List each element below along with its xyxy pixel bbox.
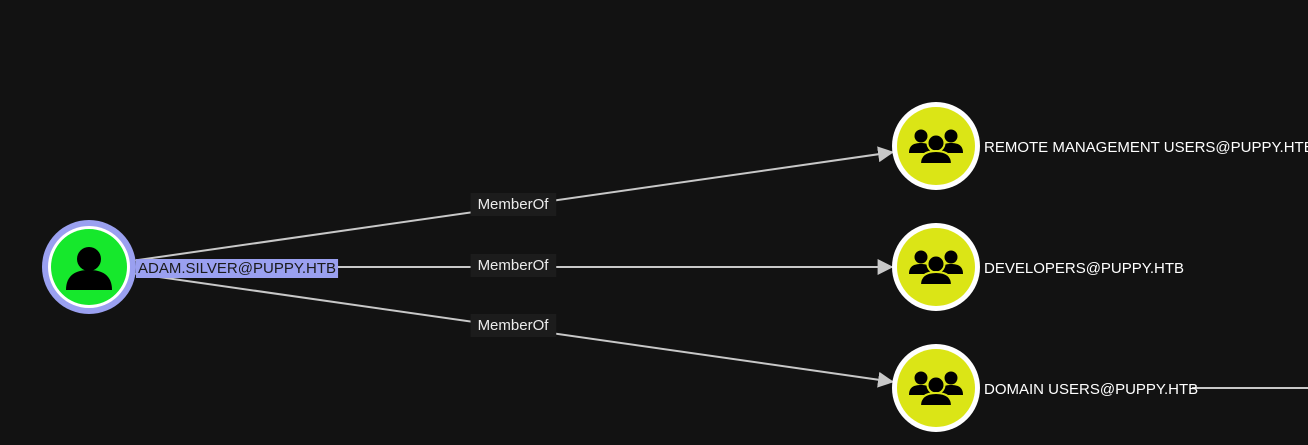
node-label: REMOTE MANAGEMENT USERS@PUPPY.HTB	[984, 139, 1308, 156]
edge-label[interactable]: MemberOf	[470, 193, 557, 216]
edge-label[interactable]: MemberOf	[470, 314, 557, 337]
edge-label-background	[470, 193, 557, 216]
edge-label-text: MemberOf	[478, 317, 550, 334]
node-label-highlight	[136, 259, 339, 278]
node-group-developers-puppy-htb[interactable]: DEVELOPERS@PUPPY.HTB	[892, 223, 1184, 311]
edge-label-background	[470, 314, 557, 337]
node-user-adam-silver-puppy-htb[interactable]: ADAM.SILVER@PUPPY.HTB	[42, 220, 339, 314]
node-group-remote-management-users-puppy-htb[interactable]: REMOTE MANAGEMENT USERS@PUPPY.HTB	[892, 102, 1308, 190]
node-label: DOMAIN USERS@PUPPY.HTB	[984, 381, 1198, 398]
edge-label-background	[470, 254, 557, 277]
node-label: DEVELOPERS@PUPPY.HTB	[984, 260, 1184, 277]
nodes-layer: ADAM.SILVER@PUPPY.HTB REMOTE MANAGEMENT U…	[42, 102, 1308, 432]
edge-label[interactable]: MemberOf	[470, 254, 557, 277]
edge-label-text: MemberOf	[478, 196, 550, 213]
node-group-domain-users-puppy-htb[interactable]: DOMAIN USERS@PUPPY.HTB	[892, 344, 1198, 432]
node-label: ADAM.SILVER@PUPPY.HTB	[138, 260, 336, 277]
edge-label-text: MemberOf	[478, 257, 550, 274]
